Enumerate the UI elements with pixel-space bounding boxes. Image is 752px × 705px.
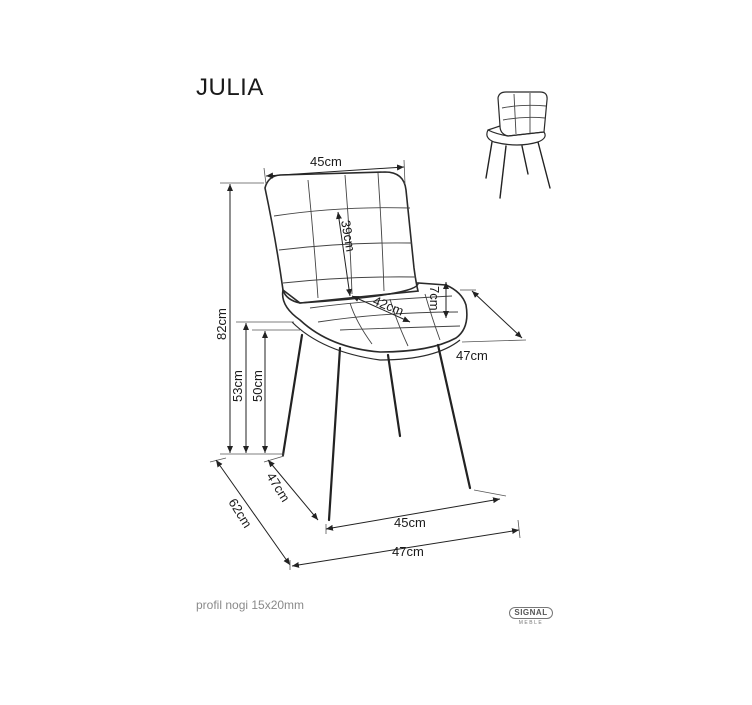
label-seat-thickness: 7cm bbox=[427, 286, 442, 311]
dim-seat-thickness: 7cm bbox=[427, 282, 449, 318]
label-seat-height-front: 50cm bbox=[250, 370, 265, 402]
label-seat-depth: 42cm bbox=[371, 293, 406, 319]
label-backrest-height: 39cm bbox=[338, 219, 358, 253]
label-base-width: 45cm bbox=[394, 515, 426, 530]
dim-base-width: 45cm bbox=[325, 489, 507, 534]
dim-base-depth: 47cm bbox=[263, 455, 319, 521]
dim-total-width: 47cm bbox=[289, 519, 521, 570]
chair-thumbnail bbox=[485, 91, 551, 199]
label-seat-width: 47cm bbox=[456, 348, 488, 363]
dim-seat-width: 47cm bbox=[456, 289, 527, 363]
product-title: JULIA bbox=[196, 74, 264, 101]
chair-legs bbox=[281, 333, 472, 522]
label-backrest-width: 45cm bbox=[310, 154, 342, 169]
dim-total-height: 82cm bbox=[214, 182, 284, 455]
dim-seat-height-front: 50cm bbox=[250, 329, 300, 453]
label-total-width: 47cm bbox=[392, 544, 424, 559]
label-total-depth: 62cm bbox=[225, 496, 255, 531]
dim-backrest-height: 39cm bbox=[336, 211, 358, 297]
logo-subtext: MEBLE bbox=[518, 620, 544, 626]
label-total-height: 82cm bbox=[214, 308, 229, 340]
signal-logo: SIGNAL MEBLE bbox=[503, 602, 559, 626]
label-base-depth: 47cm bbox=[263, 470, 293, 505]
dim-backrest-width: 45cm bbox=[263, 154, 406, 185]
label-seat-height: 53cm bbox=[230, 370, 245, 402]
leg-profile-note: profil nogi 15x20mm bbox=[196, 598, 305, 612]
logo-mark: SIGNAL bbox=[509, 607, 553, 619]
dim-seat-height: 53cm bbox=[230, 321, 294, 453]
